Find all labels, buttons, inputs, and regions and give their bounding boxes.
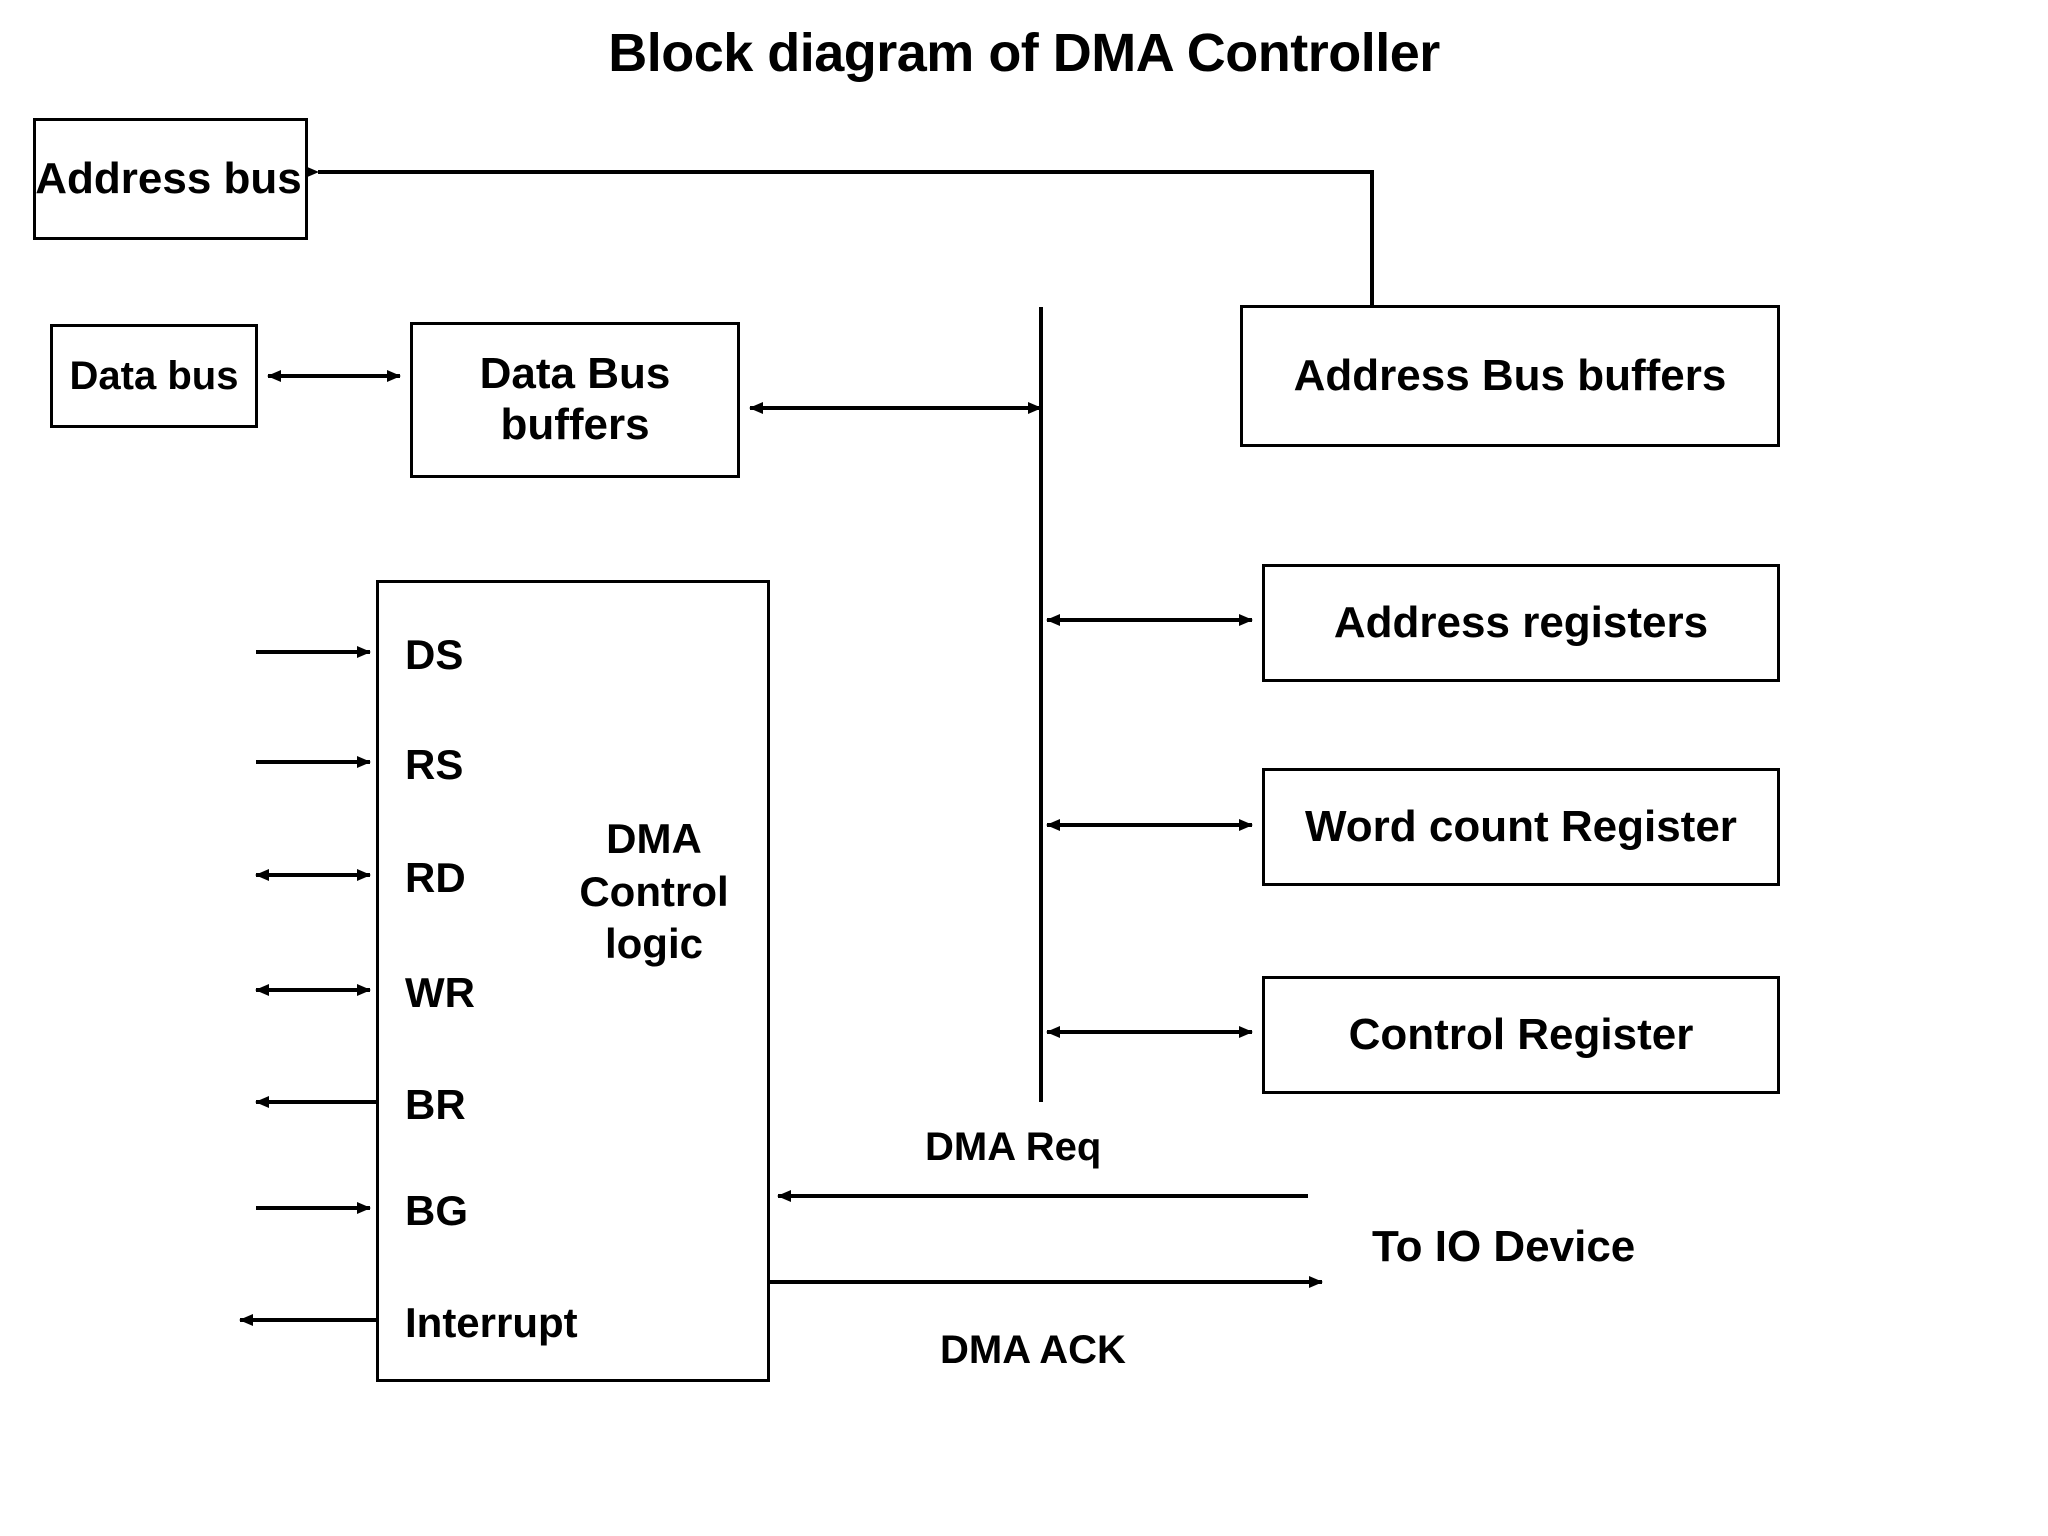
block-data-bus-buffers: Data Bus buffers bbox=[410, 322, 740, 478]
block-control-register: Control Register bbox=[1262, 976, 1780, 1094]
block-data-bus: Data bus bbox=[50, 324, 258, 428]
block-address-registers-label: Address registers bbox=[1333, 597, 1709, 647]
pin-label-bg: BG bbox=[405, 1186, 468, 1234]
block-control-register-label: Control Register bbox=[1348, 1009, 1694, 1059]
block-address-bus-label: Address bus bbox=[35, 153, 302, 203]
signal-label-dma-req: DMA Req bbox=[925, 1125, 1102, 1169]
block-word-count-register: Word count Register bbox=[1262, 768, 1780, 886]
pin-label-br: BR bbox=[405, 1080, 466, 1128]
block-dma-control-logic-label: DMA Control logic bbox=[579, 815, 729, 967]
pin-label-rd: RD bbox=[405, 853, 466, 901]
pin-label-interrupt: Interrupt bbox=[405, 1298, 578, 1346]
block-address-registers: Address registers bbox=[1262, 564, 1780, 682]
block-word-count-register-label: Word count Register bbox=[1305, 801, 1737, 851]
pin-label-wr: WR bbox=[405, 968, 475, 1016]
block-dma-control-logic: DMA Control logic DS RS RD WR BR BG Inte… bbox=[376, 580, 770, 1382]
page-title: Block diagram of DMA Controller bbox=[608, 23, 1440, 83]
signal-label-dma-ack: DMA ACK bbox=[940, 1328, 1126, 1372]
block-data-bus-label: Data bus bbox=[69, 354, 239, 398]
pin-label-ds: DS bbox=[405, 630, 464, 678]
block-address-bus-buffers-label: Address Bus buffers bbox=[1293, 350, 1727, 400]
block-address-bus: Address bus bbox=[33, 118, 308, 240]
block-address-bus-buffers: Address Bus buffers bbox=[1240, 305, 1780, 447]
pin-label-rs: RS bbox=[405, 740, 464, 788]
signal-label-to-io-device: To IO Device bbox=[1372, 1222, 1636, 1271]
block-data-bus-buffers-label: Data Bus buffers bbox=[479, 349, 671, 449]
